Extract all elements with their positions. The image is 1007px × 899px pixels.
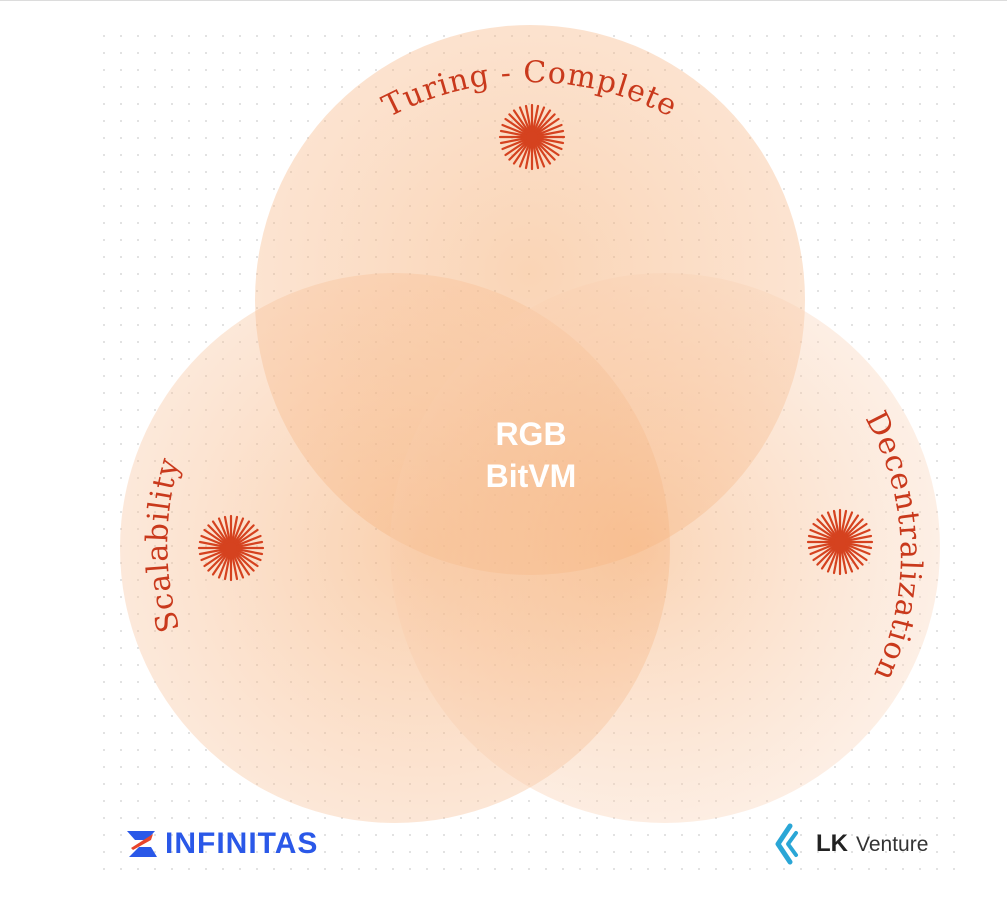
venture-logo-text: Venture xyxy=(856,832,929,856)
lk-venture-logo: LK Venture xyxy=(774,823,928,865)
starburst-icon-right xyxy=(806,508,874,576)
infinitas-logo-icon xyxy=(127,831,157,857)
center-label-bitvm: BitVM xyxy=(486,458,577,494)
starburst-icon-left xyxy=(197,514,265,582)
infinitas-logo: INFINITAS xyxy=(125,828,318,860)
top-border xyxy=(0,0,1007,1)
lk-venture-logo-icon xyxy=(775,823,798,865)
circle-decentralization xyxy=(390,273,940,823)
center-label-rgb: RGB xyxy=(495,416,566,452)
lk-logo-text: LK xyxy=(816,830,848,857)
infinitas-logo-text: INFINITAS xyxy=(165,827,319,860)
starburst-icon-top xyxy=(498,103,566,171)
